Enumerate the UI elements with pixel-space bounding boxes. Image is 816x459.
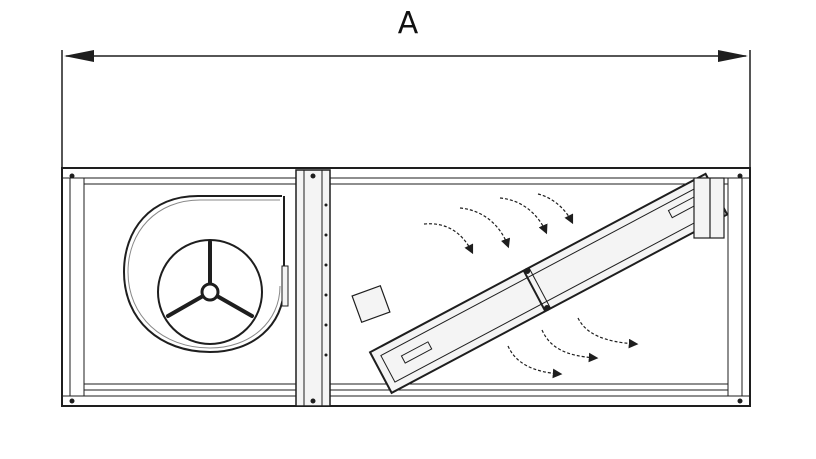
corner-bolts: [69, 173, 743, 404]
fan-blades: [166, 240, 254, 318]
filter-bracket: [351, 177, 725, 324]
dimension-line-a: [61, 50, 751, 172]
fan-housing: [122, 195, 289, 354]
airflow-arrows-inlet: [423, 193, 574, 255]
divider-rivets: [324, 203, 328, 357]
filter-assembly: [368, 172, 729, 395]
divider-post: [295, 169, 331, 407]
fan-wheel: [157, 239, 263, 345]
dimension-label-a: A: [397, 6, 419, 41]
airflow-arrows-outlet: [507, 317, 639, 379]
